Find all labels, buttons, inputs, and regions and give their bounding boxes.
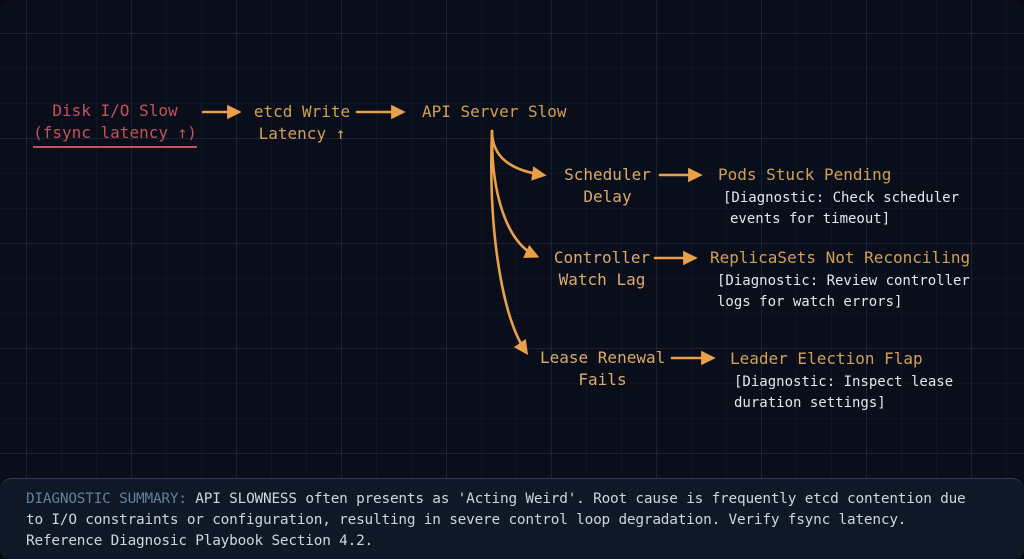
effect-title: ReplicaSets Not Reconciling [710, 248, 971, 267]
summary-text-line1: API SLOWNESS often presents as 'Acting W… [195, 491, 966, 507]
diagnostic-note-line2: duration settings] [734, 395, 886, 411]
node-scheduler-delay-line2: Delay [583, 187, 632, 206]
node-replicasets-not-reconciling: ReplicaSets Not Reconciling [Diagnostic:… [710, 247, 970, 313]
diagnostic-note-line2: events for timeout] [730, 211, 891, 227]
effect-title: Leader Election Flap [730, 349, 923, 368]
diagnostic-note-line1: [Diagnostic: Inspect lease [734, 374, 954, 390]
node-scheduler-delay-line1: Scheduler [564, 165, 651, 184]
diagnostic-note: [Diagnostic: Review controller logs for … [710, 271, 970, 313]
effect-title: Pods Stuck Pending [718, 165, 892, 184]
node-lease-renewal-fails-line2: Fails [578, 370, 627, 389]
summary-line-1: DIAGNOSTIC SUMMARY: API SLOWNESS often p… [26, 489, 1004, 510]
summary-bar: DIAGNOSTIC SUMMARY: API SLOWNESS often p… [0, 478, 1024, 559]
diagnostic-note-line1: [Diagnostic: Review controller [717, 273, 970, 289]
node-etcd-write-latency: etcd Write Latency ↑ [250, 101, 354, 145]
summary-text-line3: Reference Diagnosic Playbook Section 4.2… [26, 533, 374, 549]
node-controller-watch-lag-line1: Controller [553, 248, 651, 267]
summary-text-line2: to I/O constraints or configuration, res… [26, 512, 907, 528]
node-disk-io-slow-line1: Disk I/O Slow [52, 101, 178, 120]
summary-label: DIAGNOSTIC SUMMARY: [26, 491, 187, 507]
arrow-api-to-scheduler [490, 129, 547, 181]
diagnostic-note-line2: logs for watch errors] [717, 294, 903, 310]
node-lease-renewal-fails-line1: Lease Renewal [540, 348, 666, 367]
node-etcd-line1: etcd Write [253, 102, 351, 121]
node-lease-renewal-fails: Lease Renewal Fails [540, 347, 665, 391]
node-controller-watch-lag: Controller Watch Lag [542, 247, 662, 291]
node-scheduler-delay: Scheduler Delay [545, 164, 670, 208]
arrow-api-to-controller [490, 129, 540, 258]
node-etcd-line2: Latency ↑ [258, 124, 346, 143]
node-disk-io-slow: Disk I/O Slow (fsync latency ↑) [33, 100, 197, 148]
node-controller-watch-lag-line2: Watch Lag [558, 270, 646, 289]
node-leader-election-flap: Leader Election Flap [Diagnostic: Inspec… [730, 348, 953, 414]
diagnostic-note: [Diagnostic: Check scheduler events for … [718, 188, 959, 230]
diagnostic-note: [Diagnostic: Inspect lease duration sett… [730, 372, 953, 414]
arrow-api-to-lease [490, 129, 529, 356]
diagnostic-note-line1: [Diagnostic: Check scheduler [723, 190, 960, 206]
node-pods-stuck-pending: Pods Stuck Pending [Diagnostic: Check sc… [718, 164, 959, 230]
node-api-server-slow: API Server Slow [422, 102, 567, 121]
node-disk-io-slow-line2: (fsync latency ↑) [33, 123, 197, 142]
